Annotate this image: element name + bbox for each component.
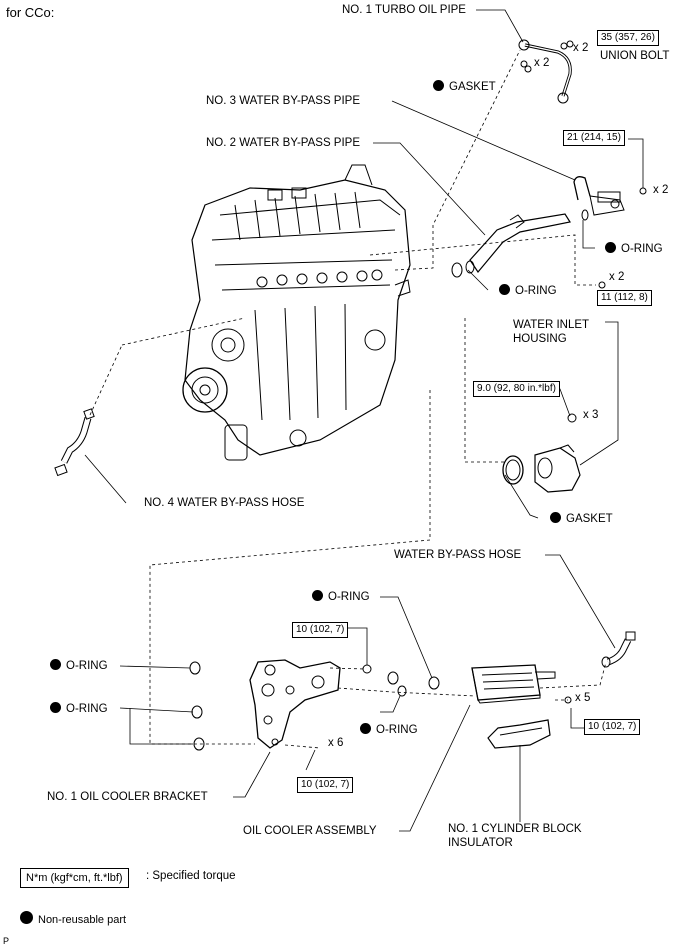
water-bypass-hose-4-label: NO. 4 WATER BY-PASS HOSE (144, 497, 305, 509)
pipe2-bolt-qty: x 2 (609, 271, 625, 283)
water-bypass-hose-label: WATER BY-PASS HOSE (394, 549, 522, 561)
insulator-label-1: NO. 1 CYLINDER BLOCK (448, 823, 582, 835)
oring-b-illustration (191, 705, 203, 719)
pipe2-bolt-torque: 11 (112, 8) (597, 290, 652, 306)
non-reusable-icon (50, 659, 61, 670)
union-bolt-qty: x 2 (573, 42, 589, 54)
cooler-bolt-torque: 10 (102, 7) (584, 719, 641, 735)
water-bypass-pipe-2-illustration (451, 209, 606, 289)
union-bolt-label: UNION BOLT (600, 50, 670, 62)
pipe3-bolt-qty: x 2 (653, 184, 669, 196)
non-reusable-icon (605, 242, 616, 253)
oring-a-illustration (189, 661, 201, 675)
insulator-label-2: INSULATOR (448, 837, 513, 849)
water-bypass-pipe-3-label: NO. 3 WATER BY-PASS PIPE (206, 95, 361, 107)
cylinder-block-insulator-illustration (487, 719, 551, 749)
oring-a-label: O-RING (50, 659, 108, 673)
water-bypass-hose-4-illustration (54, 408, 95, 477)
oring-c-label: O-RING (360, 723, 418, 737)
union-bolt-torque: 35 (357, 26) (597, 30, 659, 46)
bracket-bolt-torque: 10 (102, 7) (297, 777, 354, 793)
legend-nonreusable: Non-reusable part (20, 911, 126, 927)
gasket-housing-label: GASKET (550, 512, 613, 526)
housing-bolt-torque: 9.0 (92, 80 in.*lbf) (473, 381, 560, 397)
non-reusable-icon (433, 80, 444, 91)
legend-torque-text: : Specified torque (146, 870, 236, 882)
gasket-top-label: GASKET (433, 80, 496, 94)
oil-cooler-bracket-label: NO. 1 OIL COOLER BRACKET (47, 791, 208, 803)
water-bypass-hose-illustration (601, 631, 636, 668)
oring-pipe3-label: O-RING (605, 242, 663, 256)
water-inlet-housing-label-2: HOUSING (513, 333, 567, 345)
water-bypass-pipe-3-illustration (573, 176, 647, 216)
cooler-bolt-qty: x 5 (575, 692, 591, 704)
oil-cooler-bracket-illustration (249, 659, 372, 749)
corner-mark: P (3, 936, 10, 946)
oring-d-label: O-RING (312, 590, 370, 604)
turbo-oil-pipe-illustration (518, 39, 574, 104)
non-reusable-icon (360, 723, 371, 734)
oring-pipe2-label: O-RING (499, 284, 557, 298)
non-reusable-icon (499, 284, 510, 295)
water-bypass-pipe-2-label: NO. 2 WATER BY-PASS PIPE (206, 137, 361, 149)
pipe3-bolt-torque: 21 (214, 15) (563, 130, 625, 146)
legend-torque-box: N*m (kgf*cm, ft.*lbf) (20, 868, 129, 888)
non-reusable-icon (312, 590, 323, 601)
water-inlet-housing-illustration (502, 413, 581, 493)
housing-bolt-qty: x 3 (583, 409, 599, 421)
non-reusable-icon (50, 702, 61, 713)
water-inlet-housing-label-1: WATER INLET (513, 319, 590, 331)
engine-block-illustration (182, 164, 411, 461)
page-heading: for CCo: (6, 5, 55, 20)
turbo-oil-pipe-label: NO. 1 TURBO OIL PIPE (342, 4, 466, 16)
oil-cooler-assembly-illustration (471, 664, 572, 704)
non-reusable-icon (20, 911, 33, 924)
gasket-top-qty: x 2 (534, 57, 550, 69)
bracket-nut-torque: 10 (102, 7) (292, 622, 349, 638)
oil-cooler-assembly-label: OIL COOLER ASSEMBLY (243, 825, 377, 837)
oring-b-label: O-RING (50, 702, 108, 716)
bracket-bolt-qty: x 6 (328, 737, 344, 749)
non-reusable-icon (550, 512, 561, 523)
